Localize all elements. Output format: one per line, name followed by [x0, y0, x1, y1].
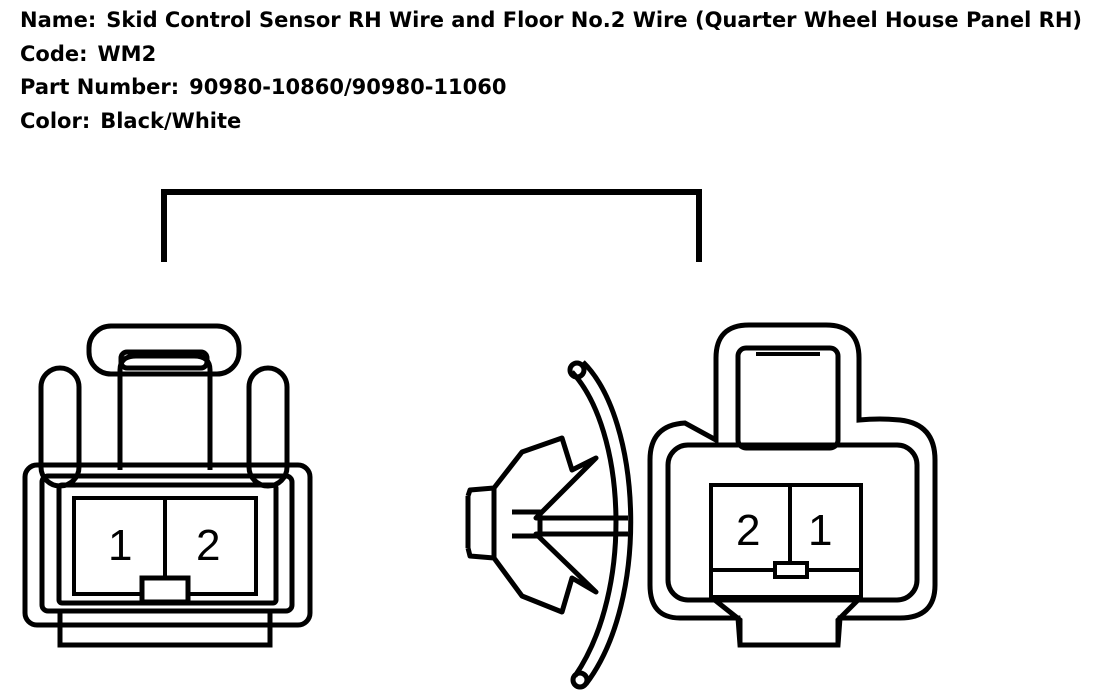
right-connector: [647, 322, 938, 648]
code-value: WM2: [97, 41, 157, 66]
left-pin-1-label: 1: [108, 521, 132, 570]
right-pin-1-label: 1: [808, 506, 832, 555]
color-row: Color: Black/White: [20, 107, 1082, 141]
connector-info: Name: Skid Control Sensor RH Wire and Flo…: [20, 6, 1082, 140]
name-value: Skid Control Sensor RH Wire and Floor No…: [106, 8, 1083, 32]
name-label: Name:: [20, 8, 97, 32]
part-number-label: Part Number:: [20, 75, 180, 99]
code-row: Code: WM2: [20, 40, 1082, 74]
left-key-tab: [139, 575, 191, 605]
right-inner-shell: [665, 442, 920, 603]
part-number-row: Part Number: 90980-10860/90980-11060: [20, 73, 1082, 107]
color-label: Color:: [20, 108, 91, 133]
right-key-tab: [773, 561, 809, 579]
color-value: Black/White: [100, 108, 242, 133]
left-connector: [22, 323, 313, 648]
left-top-latch: [86, 323, 242, 377]
left-pin-2-label: 2: [196, 521, 220, 570]
mating-bracket: [161, 189, 702, 262]
left-housing: [22, 462, 313, 628]
name-row: Name: Skid Control Sensor RH Wire and Flo…: [20, 6, 1082, 40]
right-outer-shell: [647, 322, 938, 648]
retaining-clip: [465, 360, 634, 690]
right-pin-2-label: 2: [736, 506, 760, 555]
code-label: Code:: [20, 41, 88, 66]
part-number-value: 90980-10860/90980-11060: [189, 75, 507, 99]
